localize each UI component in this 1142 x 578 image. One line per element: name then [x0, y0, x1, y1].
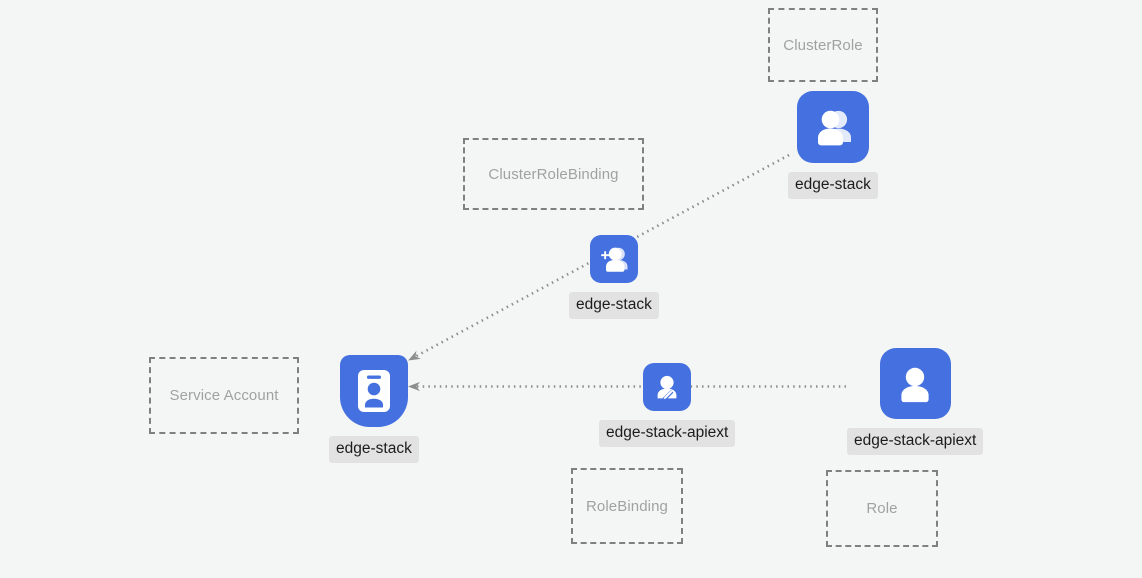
node-serviceaccount[interactable]: edge-stack [329, 355, 419, 463]
node-tile[interactable] [589, 235, 638, 283]
node-clusterrolebinding[interactable]: edge-stack [569, 235, 659, 319]
kind-box-label: ClusterRole [783, 36, 863, 54]
node-label: edge-stack [569, 292, 659, 319]
kind-box-clusterrole[interactable]: ClusterRole [768, 8, 878, 82]
kind-box-role[interactable]: Role [826, 470, 938, 547]
node-clusterrole[interactable]: edge-stack [788, 91, 878, 199]
person-edit-icon [651, 371, 683, 403]
kind-box-label: ClusterRoleBinding [488, 165, 619, 183]
node-label: edge-stack [788, 172, 878, 199]
node-role[interactable]: edge-stack-apiext [847, 348, 984, 455]
node-label: edge-stack [329, 436, 419, 463]
kind-box-label: Service Account [169, 387, 279, 404]
node-label: edge-stack-apiext [847, 428, 984, 455]
kind-box-serviceaccount[interactable]: Service Account [149, 357, 299, 434]
kind-box-clusterrolebinding[interactable]: ClusterRoleBinding [463, 138, 644, 210]
kind-box-label: RoleBinding [586, 497, 668, 515]
kind-box-rolebinding[interactable]: RoleBinding [571, 468, 683, 544]
node-rolebinding[interactable]: edge-stack-apiext [599, 363, 736, 447]
id-badge-person-icon [354, 367, 394, 415]
node-tile[interactable] [643, 363, 692, 411]
group-people-icon [811, 105, 855, 149]
person-icon [893, 362, 937, 406]
node-tile[interactable] [339, 355, 408, 427]
person-add-icon [598, 243, 630, 275]
kind-box-label: Role [866, 500, 898, 517]
node-tile[interactable] [796, 91, 869, 163]
node-label: edge-stack-apiext [599, 420, 736, 447]
node-tile[interactable] [879, 348, 951, 419]
